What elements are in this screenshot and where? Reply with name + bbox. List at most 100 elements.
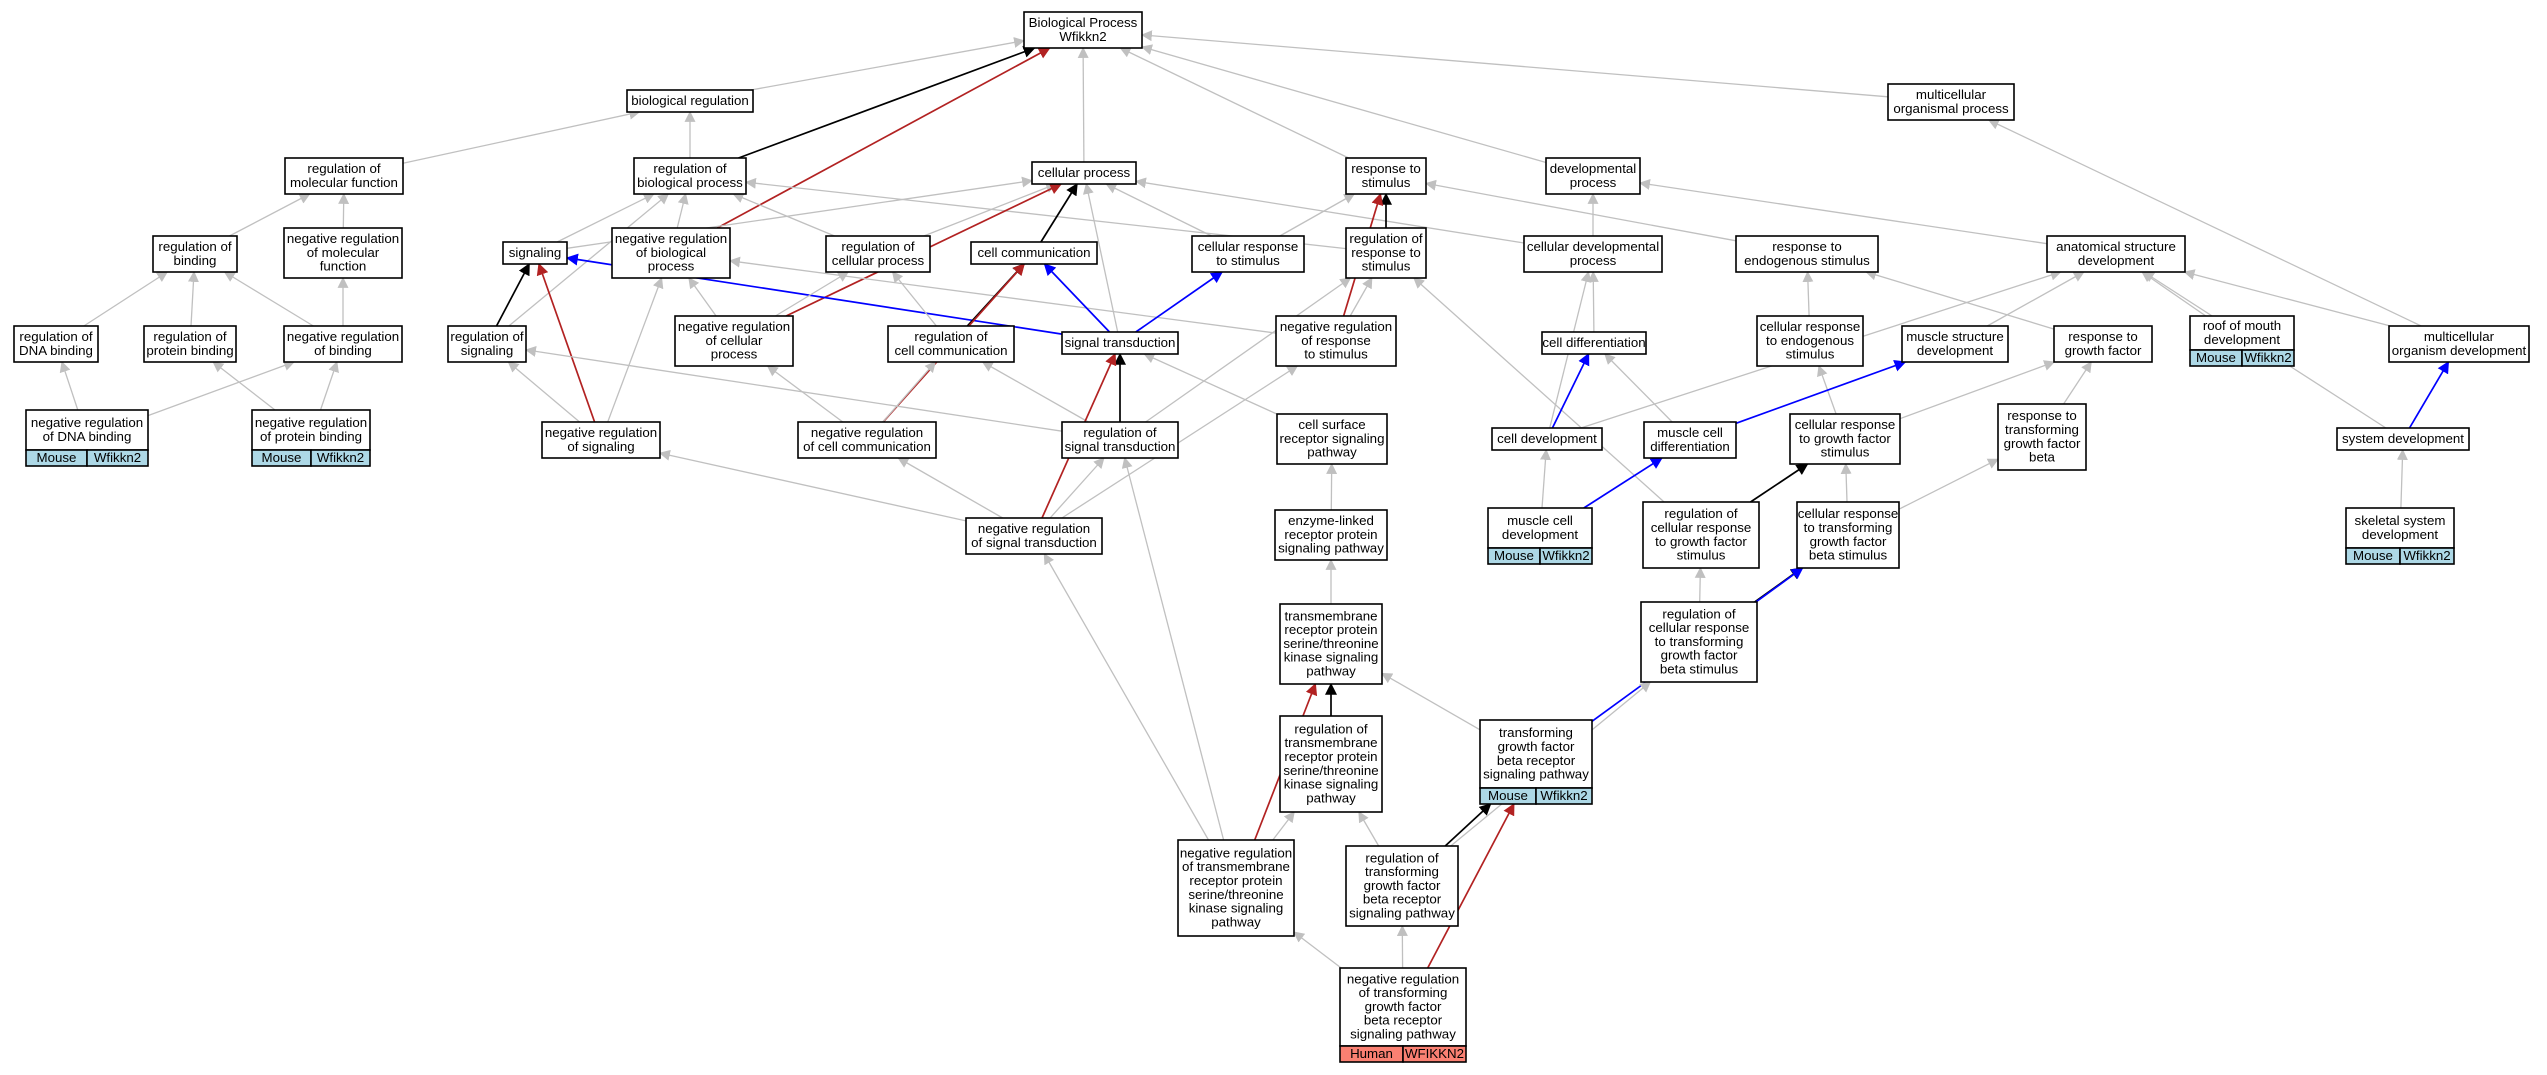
node-label-line: of biological [636, 245, 706, 260]
node-celldiff[interactable]: cell differentiation [1541, 331, 1647, 355]
node-signaling[interactable]: signaling [502, 241, 568, 265]
node-label-line: regulation of [1349, 231, 1422, 246]
node-label-line: of transforming [1359, 985, 1448, 1000]
node-label-line: transmembrane [1284, 608, 1377, 623]
edge-sigtrans-to-cellproc [1082, 182, 1119, 333]
node-cellproc[interactable]: cellular process [1031, 161, 1137, 185]
node-box [1279, 715, 1383, 813]
node-celldev[interactable]: cell development [1491, 427, 1603, 451]
node-label-line: cell development [1497, 431, 1597, 446]
node-box [1789, 413, 1901, 465]
node-label-line: response to [1351, 245, 1420, 260]
node-label-line: of binding [314, 343, 372, 358]
node-label-line: negative regulation [1347, 971, 1459, 986]
node-label-line: cellular response [1760, 319, 1861, 334]
node-label-line: stimulus [1786, 347, 1835, 362]
node-box [1061, 421, 1179, 459]
node-label-line: cellular response [1795, 417, 1896, 432]
edge-negregtgfb-to-tgfb [1426, 802, 1515, 969]
node-label-line: pathway [1211, 914, 1261, 929]
node-box [1541, 331, 1647, 355]
gene-cell [1539, 547, 1593, 565]
gene-cell [86, 449, 149, 467]
node-label-line: negative regulation [287, 231, 399, 246]
node-label-line: cellular process [832, 253, 925, 268]
node-box [2053, 325, 2153, 363]
edge-negregtm-to-regsigtrans [1121, 456, 1225, 841]
node-label-line: to transforming [1655, 634, 1744, 649]
node-label-line: cellular process [1038, 165, 1131, 180]
node-sysdev[interactable]: system development [2336, 427, 2470, 451]
edge-negregcellcomm-to-negregcell [766, 365, 844, 423]
node-cellcomm[interactable]: cell communication [970, 241, 1098, 265]
node-label-line: enzyme-linked [1288, 513, 1374, 528]
node-label-line: molecular function [290, 175, 398, 190]
node-label-line: beta receptor [1363, 892, 1442, 907]
node-sigtrans[interactable]: signal transduction [1061, 331, 1179, 355]
node-label-line: growth factor [1364, 878, 1441, 893]
node-box [1339, 967, 1467, 1047]
node-bioreg[interactable]: biological regulation [626, 89, 754, 113]
edge-tgfb-to-tmrec [1381, 672, 1481, 731]
node-box [1275, 315, 1397, 367]
edge-negregsigtrans-to-negregsig [658, 449, 967, 522]
node-label-line: negative regulation [255, 415, 367, 430]
node-label-line: growth factor [1810, 534, 1887, 549]
edge-cellresp-to-cellproc [1105, 183, 1212, 237]
node-label-line: development [2204, 332, 2280, 347]
node-label-line: signaling pathway [1483, 767, 1589, 782]
node-label-line: to stimulus [1304, 347, 1368, 362]
species-label: Mouse [1488, 788, 1528, 803]
node-label-line: system development [2342, 431, 2464, 446]
